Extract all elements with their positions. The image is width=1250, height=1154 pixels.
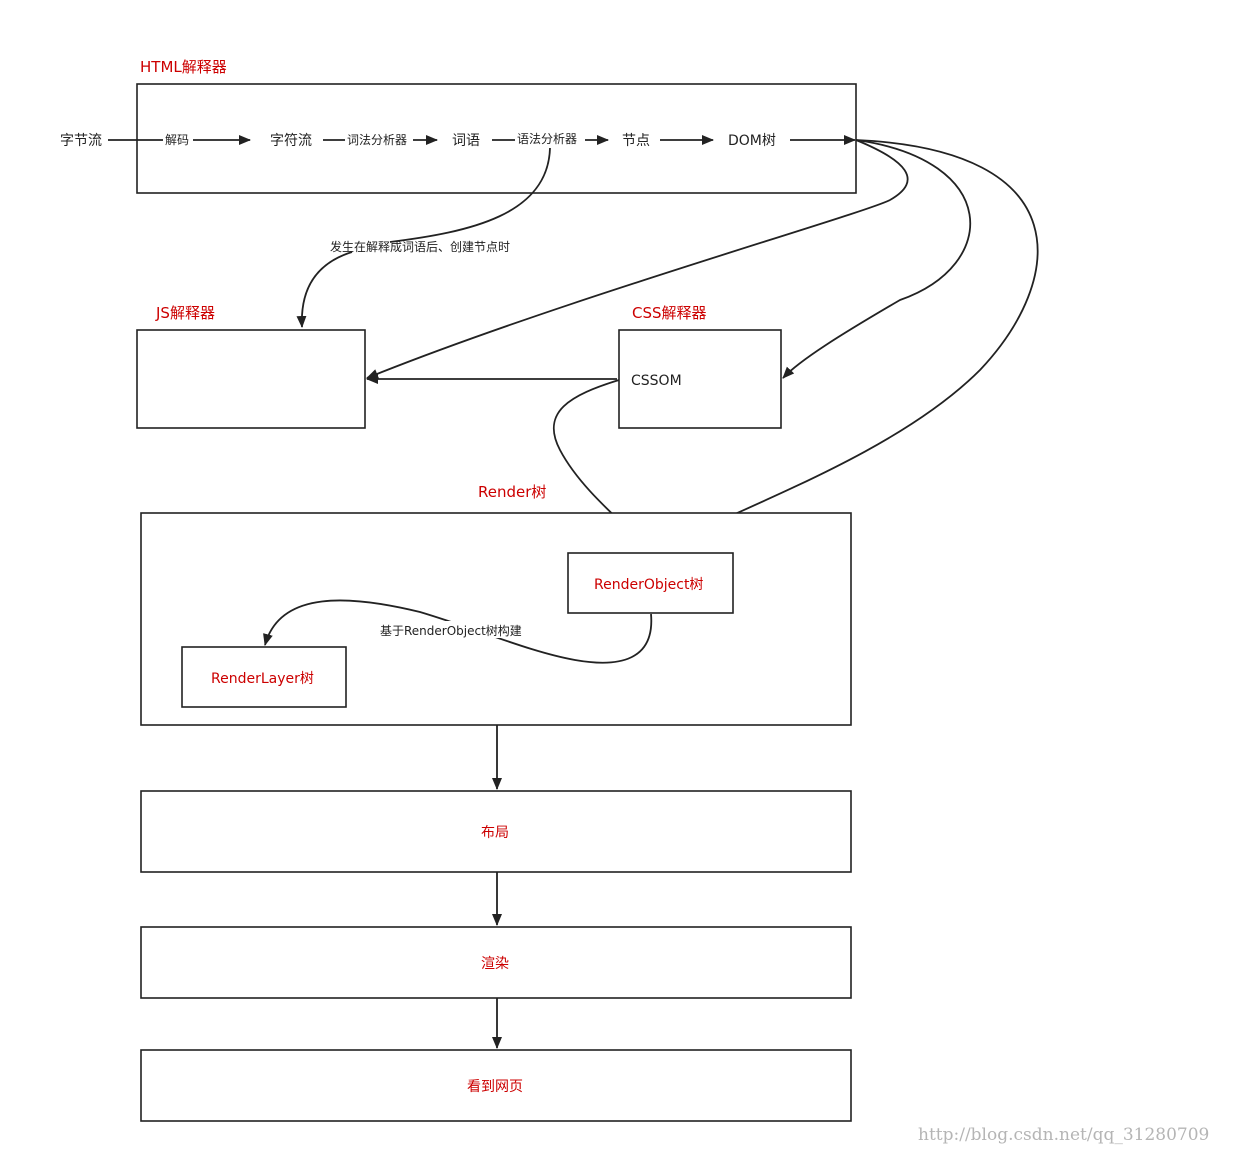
css-parser-box	[618, 329, 782, 429]
view-box	[140, 1049, 852, 1122]
js-note: 发生在解释成词语后、创建节点时	[330, 239, 510, 254]
decode-label: 解码	[165, 133, 189, 147]
render-object-label: RenderObject树	[594, 577, 703, 593]
arrow-dom-to-renderobject	[651, 139, 1039, 553]
arrow-note-to-js	[296, 251, 353, 328]
cssom-label: CSSOM	[631, 373, 682, 389]
js-parser-box	[136, 329, 366, 429]
nodes-label: 节点	[622, 133, 650, 149]
syntax-analyzer-label: 语法分析器	[517, 132, 577, 146]
arrow-dom-to-css	[782, 139, 972, 379]
watermark-text: http://blog.csdn.net/qq_31280709	[918, 1125, 1209, 1145]
connector-syntax-to-note	[389, 147, 551, 243]
lexer-label: 词法分析器	[347, 133, 407, 147]
byte-stream-label: 字节流	[60, 133, 102, 149]
render-object-box	[567, 552, 734, 614]
render-layer-box	[181, 646, 347, 708]
html-parser-title: HTML解释器	[140, 58, 227, 76]
char-stream-label: 字符流	[270, 133, 312, 149]
tokens-label: 词语	[452, 133, 480, 149]
layout-box	[140, 790, 852, 873]
arrow-dom-to-js	[366, 139, 909, 379]
js-parser-title: JS解释器	[155, 304, 215, 322]
layout-label: 布局	[481, 825, 509, 841]
render-tree-title: Render树	[478, 483, 546, 501]
view-label: 看到网页	[467, 1079, 523, 1095]
paint-box	[140, 926, 852, 999]
render-layer-note: 基于RenderObject树构建	[380, 623, 522, 638]
render-layer-label: RenderLayer树	[211, 671, 314, 687]
paint-label: 渲染	[481, 956, 509, 972]
css-parser-title: CSS解释器	[632, 304, 707, 322]
dom-tree-label: DOM树	[728, 133, 776, 149]
html-parser-box	[136, 83, 857, 194]
